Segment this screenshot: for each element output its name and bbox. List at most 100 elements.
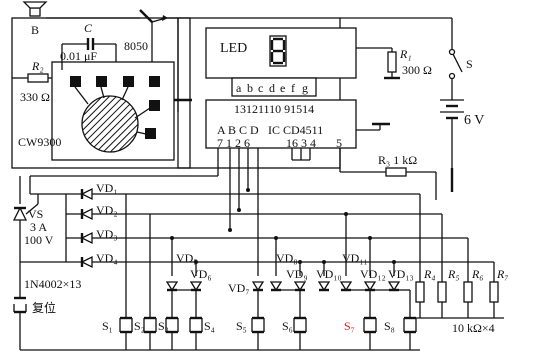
pad-3: [123, 76, 134, 87]
display-panel: LED a b c d e f g 13121110 91514 A B C D…: [177, 17, 484, 200]
capacitor-label: C: [84, 21, 93, 35]
resistor-r1-label: R₁: [399, 47, 412, 61]
resistor-r2-label: R₂: [31, 59, 44, 73]
switch-s5-label: S₅: [236, 319, 247, 333]
diode-vd11: [339, 281, 353, 292]
led-label: LED: [220, 41, 247, 56]
thyristor-vs: [12, 176, 420, 290]
switch-s7-label: S₇: [344, 319, 355, 333]
diode-type-label: 1N4002×13: [24, 277, 81, 291]
pad-6: [145, 128, 156, 139]
switch-s4-label: S₄: [204, 319, 215, 333]
diode-vd12: [363, 281, 377, 292]
vd6-label: VD₆: [190, 267, 212, 281]
ic-segment-pins: 13121110 91514: [234, 102, 314, 116]
switch-s-label: S: [466, 57, 473, 71]
segment-f: f: [291, 81, 295, 95]
vd13-label: VD₁₃: [388, 267, 414, 281]
pulldown-value: 10 kΩ×4: [452, 321, 495, 335]
diode-vd13: [387, 281, 401, 292]
diode-vd4: [80, 255, 93, 269]
resistor-r1: [387, 51, 397, 73]
vd3-label: VD₃: [96, 227, 118, 241]
resistor-r3: [385, 167, 407, 177]
pad-4: [149, 76, 160, 87]
switch-s8[interactable]: [403, 316, 417, 350]
diode-vd1: [80, 187, 93, 201]
pad-1: [70, 76, 81, 87]
ic-name: IC CD4511: [268, 123, 323, 137]
vd7-label: VD₇: [228, 281, 250, 295]
reset-label: 复位: [32, 300, 56, 315]
segment-a: a: [236, 81, 242, 95]
push-switches: [20, 194, 420, 351]
segment-d: d: [269, 81, 275, 95]
vs-label: VS: [28, 207, 43, 221]
pad-5: [149, 100, 160, 111]
resistor-r2-value: 330 Ω: [20, 90, 50, 104]
ic-pin-5: 5: [336, 136, 342, 150]
switch-s8-label: S₈: [384, 319, 395, 333]
vd8-label: VD₈: [276, 251, 298, 265]
seven-segment-icon: [269, 35, 287, 67]
vd12-label: VD₁₂: [360, 267, 386, 281]
resistor-r5-label: R₅: [447, 267, 460, 281]
diode-row: [20, 187, 494, 269]
matrix-diodes: [165, 188, 401, 292]
switch-s5[interactable]: [251, 316, 265, 350]
resistor-r1-value: 300 Ω: [402, 63, 432, 77]
transistor-label: 8050: [124, 39, 148, 53]
resistor-r2: [27, 73, 49, 83]
resistor-r6: [463, 281, 473, 303]
speaker-label: B: [31, 23, 39, 37]
speaker-icon: [22, 1, 48, 17]
switch-s4[interactable]: [189, 316, 203, 350]
segment-c: c: [258, 81, 263, 95]
switch-s3-label: S₃: [158, 319, 169, 333]
vd4-label: VD₄: [96, 251, 118, 265]
switch-s6-label: S₆: [282, 319, 293, 333]
resistor-r7: [489, 281, 499, 303]
vs-rating-2: 100 V: [24, 233, 54, 247]
chip-sound-label: CW9300: [18, 135, 61, 149]
resistor-r3-label: R₃ 1 kΩ: [378, 153, 417, 167]
vd11-label: VD₁₁: [342, 251, 368, 265]
sound-module: B C 0.01 μF 8050 R₂ 330 Ω CW9300: [11, 1, 192, 169]
switch-s1-label: S₁: [102, 319, 113, 333]
chip-blob: [81, 95, 139, 153]
pad-2: [96, 76, 107, 87]
vd10-label: VD₁₀: [316, 267, 342, 281]
battery-icon: [440, 99, 464, 120]
segment-b: b: [247, 81, 253, 95]
diode-vd5: [165, 281, 179, 292]
resistor-r6-label: R₆: [471, 267, 484, 281]
vd2-label: VD₂: [96, 203, 118, 217]
switch-s2-label: S₂: [134, 319, 145, 333]
switch-s3[interactable]: [165, 316, 179, 350]
reset-switch[interactable]: [13, 290, 27, 350]
resistor-r5: [437, 281, 447, 303]
ic-input-leads: [29, 148, 311, 248]
diode-vd10: [317, 281, 331, 292]
battery-label: 6 V: [464, 113, 484, 128]
vs-rating-1: 3 A: [30, 220, 47, 234]
resistor-r7-label: R₇: [496, 267, 509, 281]
resistor-r4: [415, 281, 425, 303]
diode-vd9: [293, 281, 307, 292]
switch-s7[interactable]: [363, 316, 377, 350]
switch-s6[interactable]: [293, 316, 307, 350]
resistor-r4-label: R₄: [423, 267, 436, 281]
capacitor-value: 0.01 μF: [60, 49, 97, 63]
pulldown-resistors: [410, 194, 504, 319]
ic-right-pins: 16 3 4: [286, 136, 316, 150]
ic-cd4511: [205, 99, 357, 149]
switch-s1[interactable]: [119, 316, 133, 350]
segment-g: g: [302, 81, 308, 95]
vd5-label: VD₅: [176, 251, 198, 265]
diode-vd3: [80, 231, 93, 245]
switch-s2[interactable]: [143, 316, 157, 350]
vd9-label: VD₉: [286, 267, 308, 281]
segment-e: e: [280, 81, 285, 95]
diode-vd7: [251, 281, 265, 292]
